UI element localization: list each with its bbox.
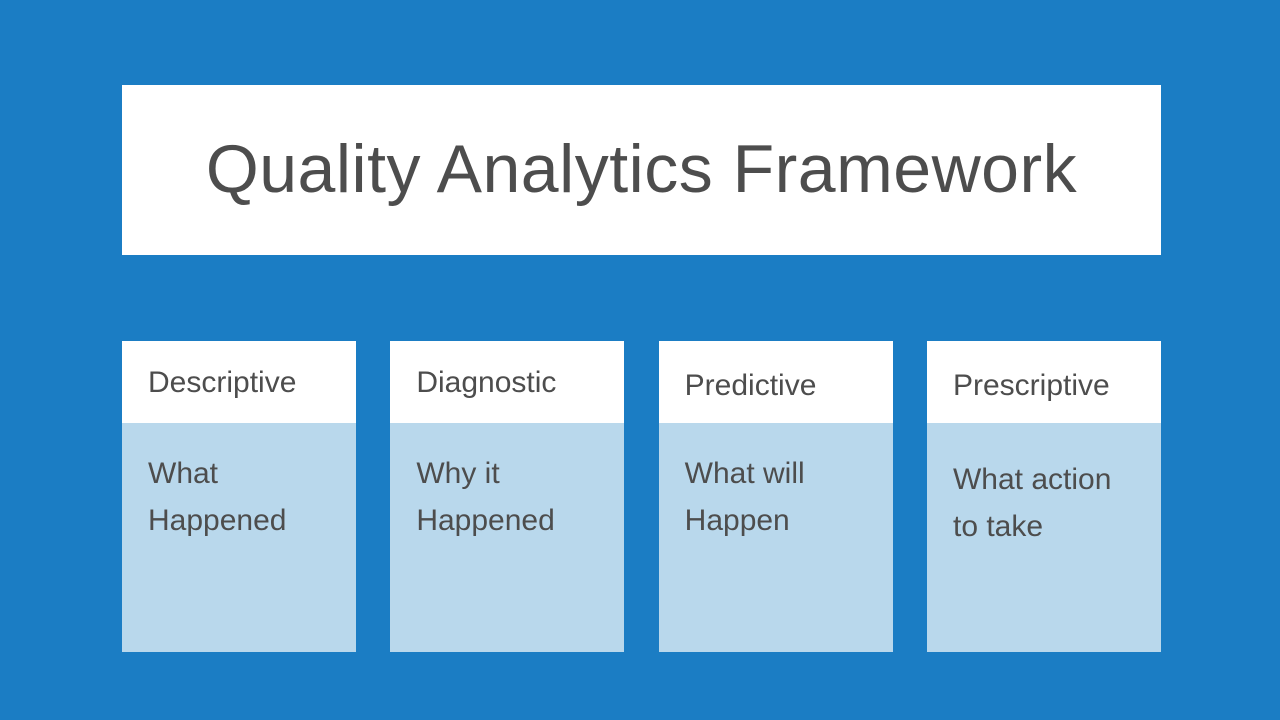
card-header-prescriptive: Prescriptive — [926, 341, 1161, 423]
card-description-predictive: What will Happen — [684, 457, 805, 537]
analytics-card-predictive[interactable]: Predictive What will Happen — [658, 341, 893, 652]
card-header-diagnostic: Diagnostic — [390, 341, 625, 423]
title-banner: Quality Analytics Framework — [122, 85, 1161, 255]
card-title-diagnostic: Diagnostic — [416, 365, 557, 399]
card-title-descriptive: Descriptive — [148, 365, 297, 399]
card-title-prescriptive: Prescriptive — [952, 368, 1110, 402]
card-description-descriptive: What Happened — [148, 457, 287, 537]
analytics-card-descriptive[interactable]: Descriptive What Happened — [122, 341, 356, 652]
card-body-diagnostic: Why it Happened — [390, 423, 625, 652]
card-title-predictive: Predictive — [684, 368, 817, 402]
card-body-descriptive: What Happened — [122, 423, 356, 652]
card-header-descriptive: Descriptive — [122, 341, 356, 423]
analytics-card-row: Descriptive What Happened Diagnostic Why… — [122, 341, 1161, 652]
card-body-predictive: What will Happen — [658, 423, 893, 652]
analytics-card-diagnostic[interactable]: Diagnostic Why it Happened — [390, 341, 625, 652]
card-header-predictive: Predictive — [658, 341, 893, 423]
card-body-prescriptive: What action to take — [926, 423, 1161, 652]
card-description-prescriptive: What action to take — [952, 463, 1112, 543]
page-title: Quality Analytics Framework — [205, 131, 1078, 208]
card-description-diagnostic: Why it Happened — [416, 457, 555, 537]
analytics-card-prescriptive[interactable]: Prescriptive What action to take — [926, 341, 1161, 652]
